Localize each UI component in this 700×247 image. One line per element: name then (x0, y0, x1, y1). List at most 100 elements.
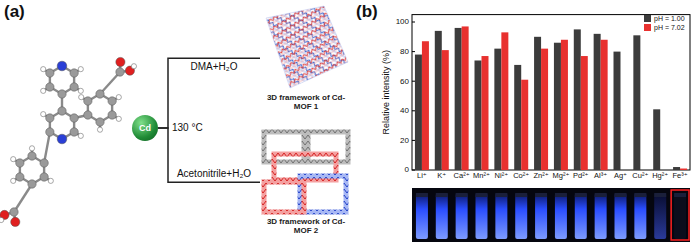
bar (653, 109, 660, 170)
tick-label: 40 (400, 106, 409, 115)
vial (476, 193, 488, 239)
atom (57, 61, 67, 71)
cage (264, 182, 304, 212)
atom (108, 97, 116, 105)
category-label: Mg²⁺ (552, 172, 569, 181)
cage (264, 132, 304, 162)
atom (29, 146, 34, 151)
bar (594, 34, 601, 170)
vial (416, 193, 428, 239)
atom (70, 83, 78, 91)
condition-label: Acetonitrile+H₂O (176, 168, 252, 180)
vial (436, 193, 448, 239)
bar (442, 50, 449, 170)
condition-label: 130 °C (172, 122, 203, 134)
bond (100, 72, 120, 94)
legend-text: pH = 7.02 (654, 24, 685, 32)
vial-cap (495, 193, 507, 197)
atom (70, 128, 78, 136)
bar (574, 29, 581, 170)
atom (96, 90, 104, 98)
atom (70, 114, 78, 122)
bar (422, 41, 429, 170)
framework-panel: 3D framework of Cd-MOF 1 (260, 4, 352, 112)
bar (514, 65, 521, 170)
category-label: Pd²⁺ (573, 172, 589, 181)
plot-frame (412, 15, 690, 170)
category-label: Zn²⁺ (533, 172, 548, 181)
atom (79, 95, 84, 100)
atom (116, 68, 124, 76)
bond (14, 184, 32, 212)
atom (10, 208, 18, 216)
atom (11, 178, 16, 183)
tick (412, 170, 415, 171)
node-text: Cd (139, 123, 151, 133)
tick-label: 80 (400, 47, 409, 56)
vial-cap (476, 193, 488, 197)
vial-cap (555, 193, 567, 197)
vial (634, 193, 646, 239)
vial (555, 193, 567, 239)
bar (673, 167, 680, 170)
cage (308, 132, 348, 162)
condition-label: DMA+H₂O (190, 61, 239, 73)
tick (412, 81, 415, 82)
legend-text: pH = 1.00 (654, 15, 685, 23)
legend-row: pH = 7.02 (644, 24, 685, 32)
metal-node: Cd (132, 115, 158, 141)
category-label: Cu²⁺ (632, 172, 648, 181)
category-label: Fe³⁺ (672, 172, 687, 181)
atom (84, 97, 92, 105)
vial-cap (634, 193, 646, 197)
atom (84, 111, 92, 119)
vial-cap (436, 193, 448, 197)
bar (521, 80, 528, 170)
atom (46, 114, 54, 122)
tick-label: 0 (405, 165, 409, 174)
vial-cap (615, 193, 627, 197)
atom (28, 180, 36, 188)
atom (46, 83, 54, 91)
atom (46, 128, 54, 136)
bar (534, 37, 541, 170)
atom (16, 159, 24, 167)
atom (41, 112, 46, 117)
vial (575, 193, 587, 239)
bar (614, 52, 621, 170)
vial (615, 193, 627, 239)
category-label: Hg²⁺ (652, 172, 668, 181)
atom (116, 57, 125, 66)
bar (680, 169, 687, 170)
atom (16, 173, 24, 181)
vial-cap (674, 193, 686, 197)
atom (78, 133, 83, 138)
tick (412, 51, 415, 52)
bar (541, 49, 548, 170)
bonds (1, 62, 134, 222)
bar (455, 28, 462, 170)
category-label: Ag⁺ (614, 172, 627, 181)
category-label: Li⁺ (417, 172, 427, 181)
atom (28, 152, 36, 160)
panel-letter: (a) (4, 2, 25, 22)
panel-letter: (b) (356, 2, 378, 22)
node-text: 3D framework of Cd-MOF 2 (260, 216, 352, 236)
atom (46, 69, 54, 77)
bond (44, 132, 50, 163)
node-text: 3D framework of Cd-MOF 1 (260, 92, 352, 112)
axis-title: Relative intensity (%) (381, 50, 391, 135)
framework-picture (260, 4, 352, 92)
atom (41, 67, 46, 72)
atom (70, 69, 78, 77)
framework-picture (260, 128, 352, 216)
tick (412, 110, 415, 111)
atom (96, 118, 104, 126)
atom (0, 217, 4, 222)
atom (41, 88, 46, 93)
atom (78, 67, 83, 72)
bar (561, 40, 568, 170)
vial-cap (535, 193, 547, 197)
connector (158, 128, 260, 182)
bar (462, 26, 469, 170)
